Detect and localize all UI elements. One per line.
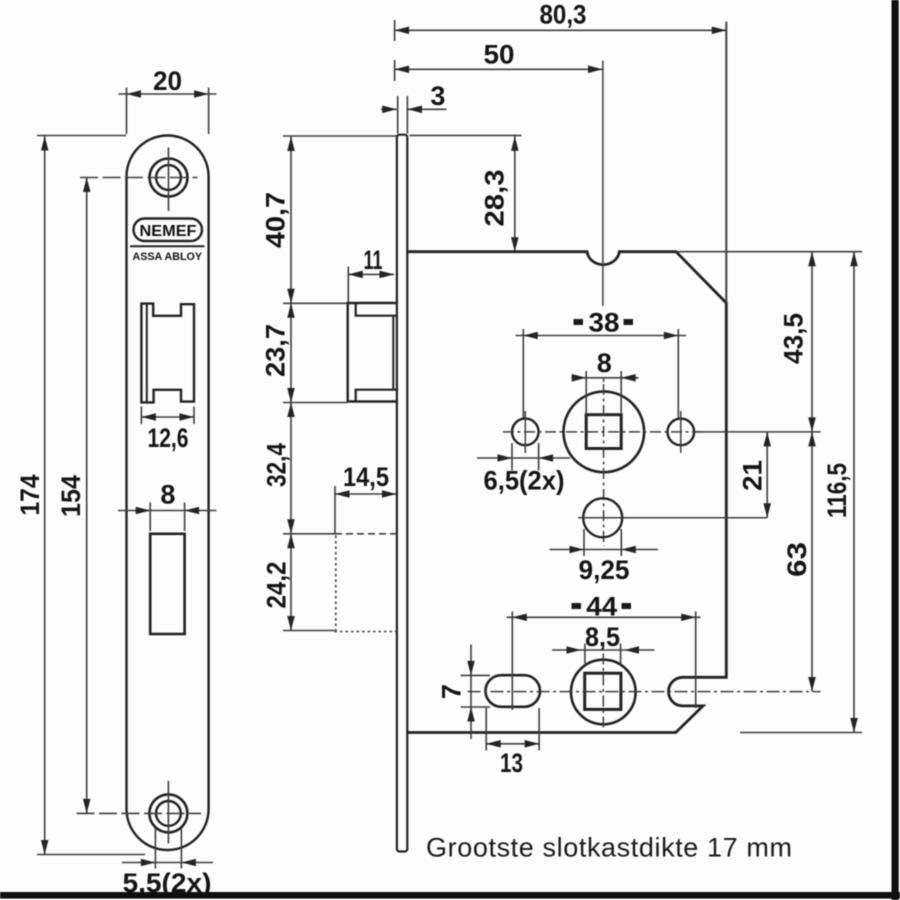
svg-text:174: 174 <box>15 475 45 516</box>
svg-text:154: 154 <box>56 475 86 517</box>
svg-text:80,3: 80,3 <box>540 0 587 29</box>
svg-text:116,5: 116,5 <box>822 463 852 518</box>
svg-text:7: 7 <box>436 685 466 699</box>
svg-text:8,5: 8,5 <box>585 622 620 652</box>
svg-text:50: 50 <box>484 40 515 70</box>
svg-text:63: 63 <box>782 542 812 577</box>
svg-text:21: 21 <box>738 460 768 491</box>
svg-text:28,3: 28,3 <box>480 170 510 227</box>
svg-text:6,5(2x): 6,5(2x) <box>484 466 565 496</box>
svg-text:20: 20 <box>153 66 182 96</box>
svg-text:ASSA ABLOY: ASSA ABLOY <box>133 251 203 263</box>
svg-text:11: 11 <box>364 245 383 275</box>
svg-text:NEMEF: NEMEF <box>140 223 197 240</box>
svg-text:24,2: 24,2 <box>262 562 292 609</box>
svg-text:8: 8 <box>597 348 612 378</box>
svg-text:43,5: 43,5 <box>779 313 809 364</box>
svg-text:3: 3 <box>430 81 445 111</box>
svg-text:12,6: 12,6 <box>148 423 189 453</box>
svg-text:13: 13 <box>500 748 523 778</box>
svg-text:14,5: 14,5 <box>343 462 389 492</box>
svg-text:9,25: 9,25 <box>579 555 630 585</box>
svg-text:8: 8 <box>160 480 175 510</box>
svg-text:44: 44 <box>586 592 617 622</box>
svg-text:Grootste slotkastdikte 17 mm: Grootste slotkastdikte 17 mm <box>426 833 792 863</box>
svg-text:23,7: 23,7 <box>261 324 291 377</box>
svg-text:38: 38 <box>589 308 620 338</box>
svg-text:40,7: 40,7 <box>261 192 291 248</box>
svg-text:32,4: 32,4 <box>262 443 292 487</box>
